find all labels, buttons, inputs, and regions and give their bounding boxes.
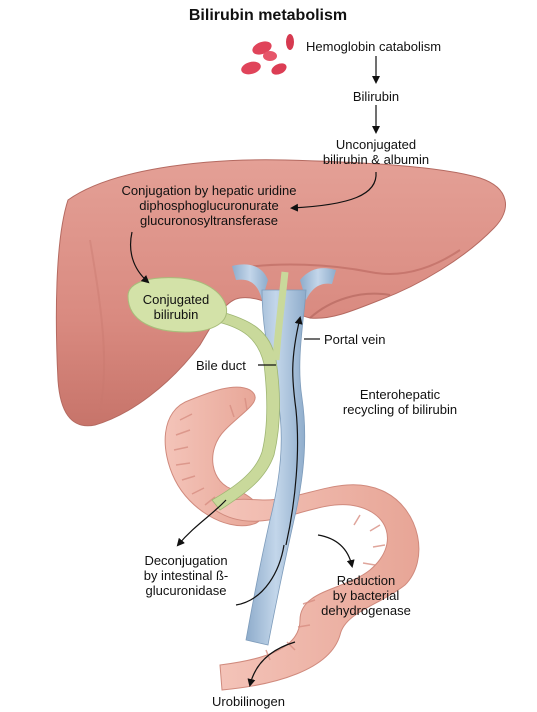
label-bile-duct: Bile duct	[196, 358, 246, 373]
label-reduction: Reduction by bacterial dehydrogenase	[318, 573, 414, 618]
label-line: by intestinal ß-	[143, 568, 229, 583]
red-blood-cells	[241, 34, 294, 75]
label-line: glucuronidase	[145, 583, 227, 598]
label-enterohepatic-recycling: Enterohepatic recycling of bilirubin	[330, 387, 470, 417]
label-conjugation: Conjugation by hepatic uridine diphospho…	[104, 183, 314, 228]
label-conjugated-bilirubin: Conjugated bilirubin	[131, 292, 221, 322]
label-line: dehydrogenase	[321, 603, 411, 618]
label-line: Unconjugated	[335, 137, 417, 152]
label-line: Conjugation by hepatic uridine	[121, 183, 297, 198]
label-line: bilirubin	[153, 307, 199, 322]
portal-vein	[232, 264, 336, 646]
gallbladder	[127, 277, 228, 333]
bile-duct	[211, 271, 289, 511]
label-line: Conjugated	[142, 292, 210, 307]
label-bilirubin: Bilirubin	[352, 89, 400, 104]
page-title: Bilirubin metabolism	[188, 7, 348, 24]
label-line: Deconjugation	[144, 553, 228, 568]
label-line: glucuronosyltransferase	[139, 213, 279, 228]
label-line: Reduction	[336, 573, 396, 588]
label-line: Enterohepatic	[359, 387, 441, 402]
label-line: diphosphoglucuronurate	[139, 198, 279, 213]
label-line: recycling of bilirubin	[342, 402, 458, 417]
label-urobilinogen: Urobilinogen	[212, 694, 285, 709]
label-unconjugated-bilirubin: Unconjugated bilirubin & albumin	[296, 137, 456, 167]
label-line: by bacterial	[332, 588, 400, 603]
label-deconjugation: Deconjugation by intestinal ß- glucuroni…	[123, 553, 249, 598]
label-hemoglobin-catabolism: Hemoglobin catabolism	[306, 39, 442, 54]
label-line: bilirubin & albumin	[322, 152, 430, 167]
label-portal-vein: Portal vein	[324, 332, 386, 347]
arrows	[129, 56, 380, 687]
